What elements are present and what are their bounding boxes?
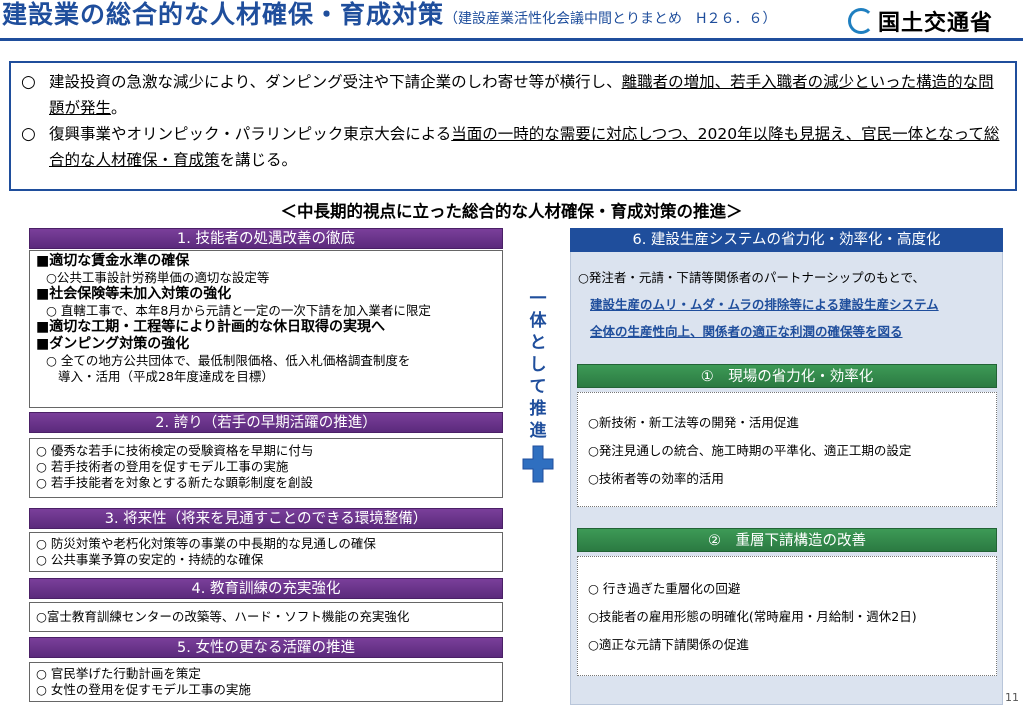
summary-box: ○ 建設投資の急激な減少により、ダンピング受注や下請企業のしわ寄せ等が横行し、離…: [9, 61, 1017, 191]
section-5-box: ○ 官民挙げた行動計画を策定 ○ 女性の登用を促すモデル工事の実施: [29, 662, 503, 702]
strategy-heading: ＜中長期的視点に立った総合的な人材確保・育成対策の推進＞: [280, 202, 743, 221]
mlit-logo: 国土交通省: [846, 4, 1021, 38]
summary-2-emphasis: 当面の一時的な需要に対応しつつ、2020年以降も見据え、官民一体となって総合的な…: [49, 125, 1000, 169]
section-1-box: ■適切な賃金水準の確保 ○公共工事設計労務単価の適切な設定等 ■社会保険等未加入…: [29, 250, 503, 408]
s2-item: ○ 若手技術者の登用を促すモデル工事の実施: [36, 459, 289, 474]
s1-item-3-head: ■適切な工期・工程等により計画的な休日取得の実現へ: [36, 319, 385, 335]
title-main: 建設業の総合的な人材確保・育成対策: [2, 0, 445, 29]
sub1-item: ○新技術・新工法等の開発・活用促進: [588, 415, 799, 430]
sub2-item: ○適正な元請下請関係の促進: [588, 637, 749, 652]
sub-2-box: ○ 行き過ぎた重層化の回避 ○技能者の雇用形態の明確化(常時雇用・月給制・週休2…: [577, 556, 997, 676]
s1-item-2-sub: ○ 直轄工事で、本年8月から元請と一定の一次下請を加入業者に限定: [46, 303, 431, 318]
section-1-header: 1. 技能者の処遇改善の徹底: [29, 228, 503, 249]
summary-1-end: 。: [111, 99, 127, 117]
s1-item-2-head: ■社会保険等未加入対策の強化: [36, 286, 232, 302]
section-2-header: 2. 誇り（若手の早期活躍の推進）: [29, 412, 503, 433]
s4-item: ○富士教育訓練センターの改築等、ハード・ソフト機能の充実強化: [36, 609, 410, 624]
s6-highlight-1: 建設生産のムリ・ムダ・ムラの排除等による建設生産システム: [590, 297, 939, 312]
vt-char: 一: [529, 289, 547, 309]
logo-text: 国土交通省: [878, 11, 994, 36]
s6-highlight-2: 全体の生産性向上、関係者の適正な利潤の確保等を図る: [590, 324, 903, 339]
section-6-intro: ○発注者・元請・下請等関係者のパートナーシップのもとで、 建設生産のムリ・ムダ・…: [578, 264, 998, 345]
s1-item-1-sub: ○公共工事設計労務単価の適切な設定等: [46, 270, 270, 285]
vt-char: 推: [529, 399, 547, 419]
section-5-header: 5. 女性の更なる活躍の推進: [29, 637, 503, 658]
summary-2-end: を講じる。: [219, 151, 298, 169]
s1-item-1-head: ■適切な賃金水準の確保: [36, 253, 190, 269]
s6-intro-text: ○発注者・元請・下請等関係者のパートナーシップのもとで、: [578, 270, 926, 285]
sub2-item: ○ 行き過ぎた重層化の回避: [588, 581, 741, 596]
bullet-mark: ○: [21, 72, 36, 92]
summary-1-emphasis: 離職者の増加、若手入職者の減少といった構造的な問題が発生: [49, 73, 994, 117]
sub-2-header: ② 重層下請構造の改善: [577, 528, 997, 552]
s5-item: ○ 官民挙げた行動計画を策定: [36, 666, 201, 681]
s5-item: ○ 女性の登用を促すモデル工事の実施: [36, 682, 251, 697]
vt-char: 進: [529, 421, 547, 441]
sub-1-box: ○新技術・新工法等の開発・活用促進 ○発注見通しの統合、施工時期の平準化、適正工…: [577, 392, 997, 507]
integrated-promotion-label: 一 体 と し て 推 進: [523, 288, 553, 442]
vt-char: 体: [529, 311, 547, 331]
summary-point-2: ○ 復興事業やオリンピック・パラリンピック東京大会による当面の一時的な需要に対応…: [21, 121, 1007, 173]
section-3-box: ○ 防災対策や老朽化対策等の事業の中長期的な見通しの確保 ○ 公共事業予算の安定…: [29, 532, 503, 572]
bullet-mark: ○: [21, 124, 36, 144]
sub1-item: ○発注見通しの統合、施工時期の平準化、適正工期の設定: [588, 443, 912, 458]
s1-item-4-sub: ○ 全ての地方公共団体で、最低制限価格、低入札価格調査制度を: [46, 353, 411, 368]
s1-item-4-sub2: 導入・活用（平成28年度達成を目標）: [58, 369, 274, 384]
sub1-item: ○技術者等の効率的活用: [588, 471, 724, 486]
section-4-header: 4. 教育訓練の充実強化: [29, 578, 503, 599]
plus-icon: [522, 445, 554, 483]
s2-item: ○ 若手技能者を対象とする新たな顕彰制度を創設: [36, 475, 314, 490]
s3-item: ○ 公共事業予算の安定的・持続的な確保: [36, 552, 264, 567]
sub-1-header: ① 現場の省力化・効率化: [577, 364, 997, 388]
summary-2-text: 復興事業やオリンピック・パラリンピック東京大会による: [49, 125, 452, 143]
s2-item: ○ 優秀な若手に技術検定の受験資格を早期に付与: [36, 443, 314, 458]
summary-point-1: ○ 建設投資の急激な減少により、ダンピング受注や下請企業のしわ寄せ等が横行し、離…: [21, 69, 1007, 121]
title-subtitle: （建設産業活性化会議中間とりまとめ H２６．６）: [444, 11, 777, 27]
page-number: 11: [1005, 691, 1019, 704]
vt-char: と: [529, 333, 547, 353]
section-4-box: ○富士教育訓練センターの改築等、ハード・ソフト機能の充実強化: [29, 602, 503, 632]
section-3-header: 3. 将来性（将来を見通すことのできる環境整備）: [29, 508, 503, 529]
page-title: 建設業の総合的な人材確保・育成対策（建設産業活性化会議中間とりまとめ H２６．６…: [2, 0, 902, 51]
sub2-item: ○技能者の雇用形態の明確化(常時雇用・月給制・週休2日): [588, 609, 917, 624]
title-underline: [0, 38, 1023, 41]
section-2-box: ○ 優秀な若手に技術検定の受験資格を早期に付与 ○ 若手技術者の登用を促すモデル…: [29, 438, 503, 498]
mlit-logo-icon: [848, 8, 874, 34]
summary-1-text: 建設投資の急激な減少により、ダンピング受注や下請企業のしわ寄せ等が横行し、: [49, 73, 622, 91]
s3-item: ○ 防災対策や老朽化対策等の事業の中長期的な見通しの確保: [36, 536, 376, 551]
vt-char: し: [529, 355, 547, 375]
section-6-header: 6. 建設生産システムの省力化・効率化・高度化: [570, 228, 1003, 252]
s1-item-4-head: ■ダンピング対策の強化: [36, 336, 190, 352]
vt-char: て: [529, 377, 547, 397]
